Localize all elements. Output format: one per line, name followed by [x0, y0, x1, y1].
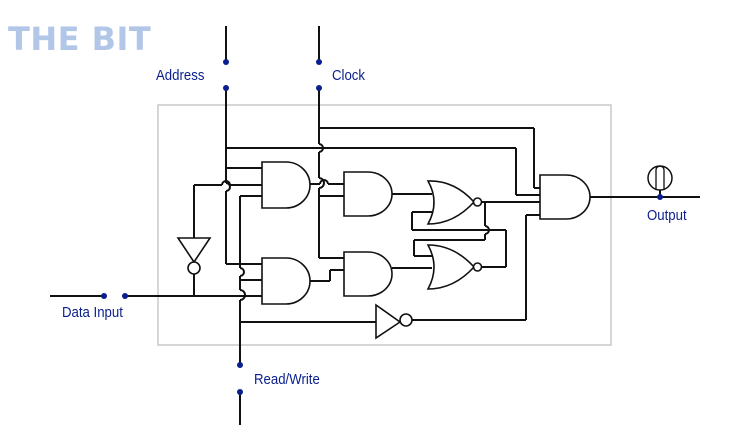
and-gate-4: [343, 251, 393, 297]
clock-label: Clock: [332, 67, 366, 84]
inverter-data-bubble: [187, 261, 201, 275]
inverter-read-write: [375, 303, 402, 340]
inverter-data: [176, 237, 212, 264]
read-write-line: [239, 195, 540, 425]
and-gate-2: [261, 257, 311, 305]
data-input-terminal-left: [101, 293, 107, 299]
clock-line: [318, 26, 540, 259]
and-gate-1: [261, 161, 311, 209]
nor-gate-2: [426, 244, 476, 290]
data-input-label: Data Input: [62, 304, 123, 321]
and-gate-3: [343, 171, 393, 217]
address-terminal-bottom: [223, 85, 229, 91]
read-write-label: Read/Write: [254, 371, 320, 388]
address-terminal-top: [223, 59, 229, 65]
circuit-enclosure: [157, 104, 612, 346]
address-label: Address: [156, 67, 205, 84]
diagram-title: THE BIT: [8, 20, 152, 58]
and-gate-output: [539, 174, 591, 220]
clock-terminal-bottom: [316, 85, 322, 91]
light-bulb-icon: [647, 165, 673, 197]
internal-wiring: [310, 179, 700, 282]
nor-gate-1: [426, 180, 476, 225]
read-write-terminal-top: [237, 362, 243, 368]
read-write-terminal-bottom: [237, 389, 243, 395]
nor-gate-1-bubble: [472, 197, 483, 207]
output-terminal: [657, 194, 663, 200]
clock-terminal-top: [316, 59, 322, 65]
nor-gate-2-bubble: [472, 262, 483, 272]
data-input-terminal-right: [122, 293, 128, 299]
output-label: Output: [647, 207, 687, 224]
data-input-line: [50, 180, 262, 297]
address-line: [225, 26, 540, 265]
inverter-read-write-bubble: [399, 313, 413, 327]
